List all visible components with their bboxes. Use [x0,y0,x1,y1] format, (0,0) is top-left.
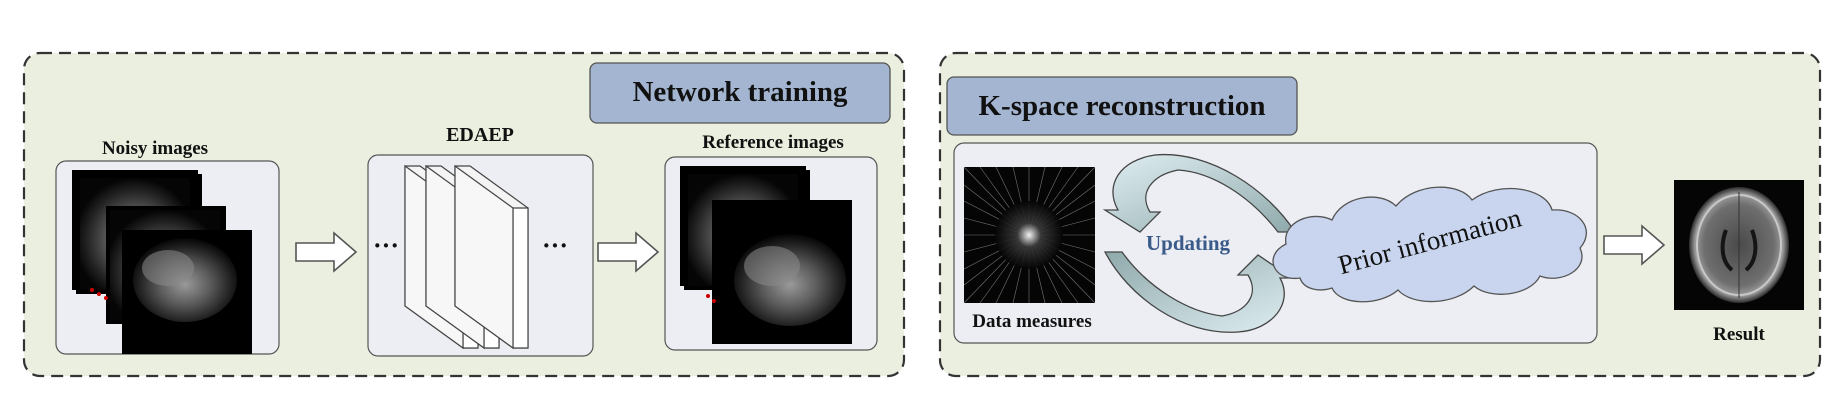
lower-curved-arrow [1103,251,1295,333]
updating-cycle-arrows [1102,153,1297,333]
kspace-header-text: K-space reconstruction [979,90,1266,122]
edaep-ellipsis-right: ··· [542,231,568,260]
network-layers [404,164,529,350]
kspace-header: K-space reconstruction [946,76,1298,136]
kspace-sampling-image [963,166,1096,304]
result-label: Result [1713,324,1765,345]
noisy-images-label: Noisy images [102,138,208,159]
data-measures-label: Data measures [972,311,1091,332]
prior-information-cloud [1272,186,1587,303]
network-training-header-text: Network training [632,76,848,108]
noisy-image-stack [72,170,252,354]
updating-label: Updating [1146,231,1231,255]
reference-images-label: Reference images [702,132,844,153]
arrow-noisy-to-edaep [295,231,358,273]
edaep-ellipsis-left: ··· [373,231,399,260]
upper-curved-arrow [1102,153,1297,233]
edaep-label: EDAEP [446,124,514,146]
reference-image-stack [680,166,852,344]
arrow-edaep-to-reference [597,231,660,273]
result-image [1674,180,1804,310]
arrow-to-result [1603,224,1666,266]
layer-3 [454,164,529,350]
network-training-header: Network training [589,62,891,124]
